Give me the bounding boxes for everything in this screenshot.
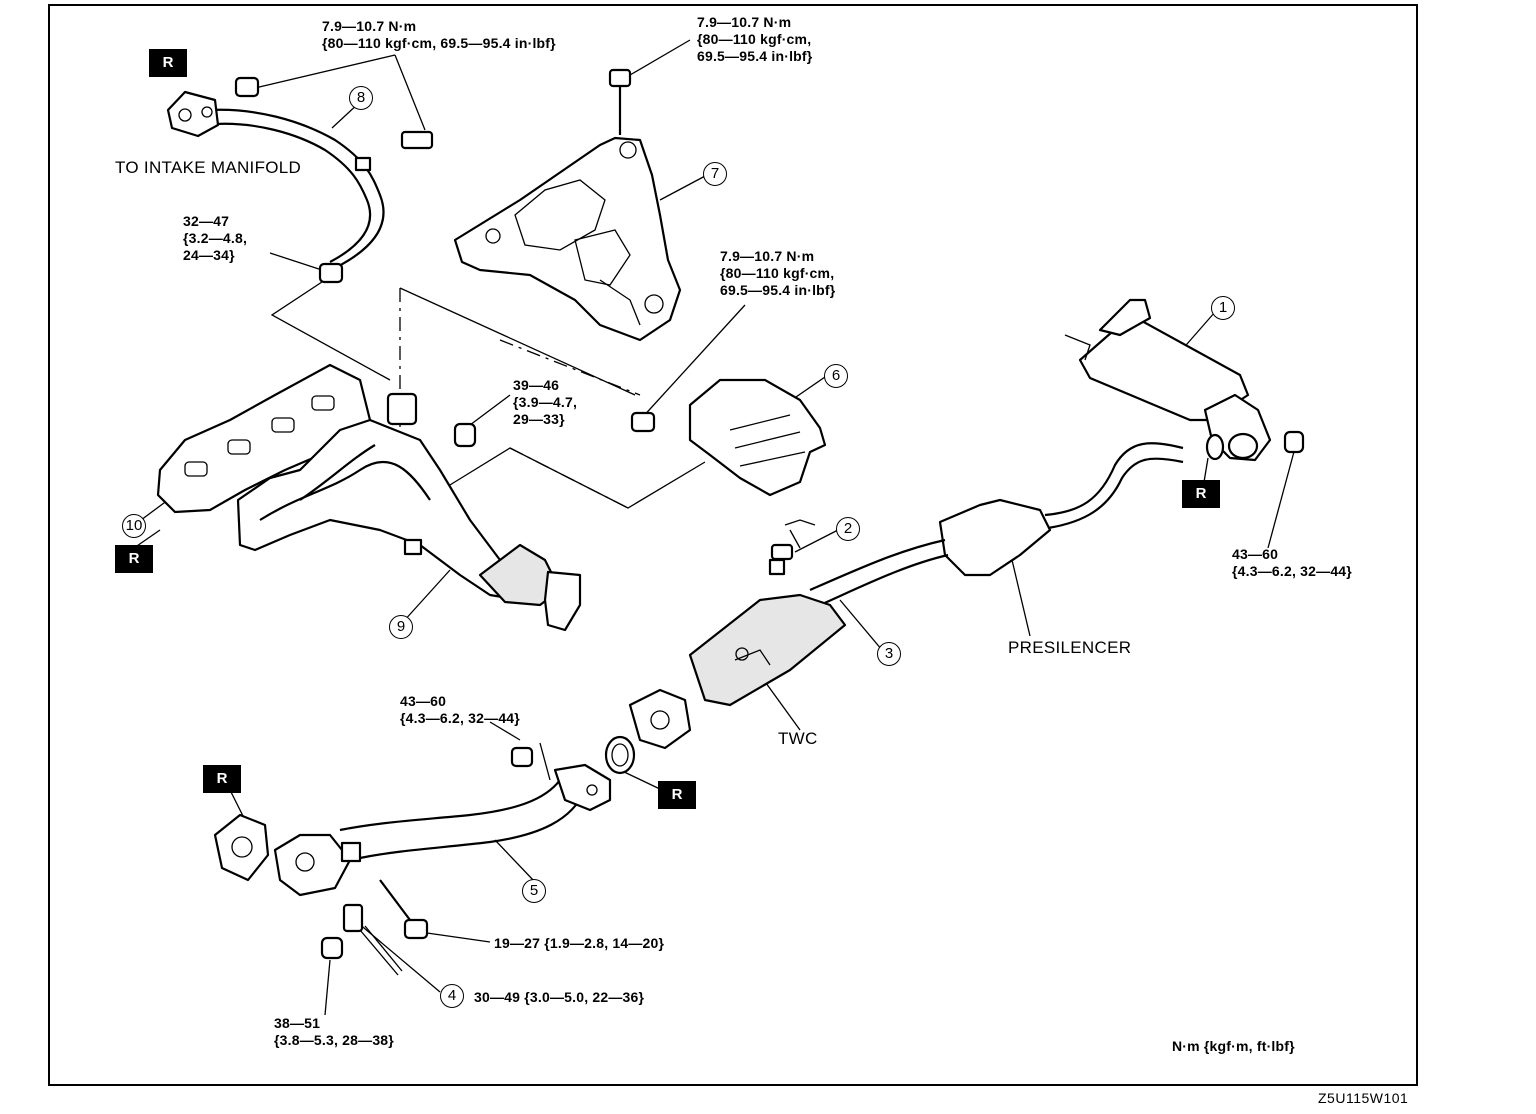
callout-9: 9: [389, 615, 413, 639]
callout-7: 7: [703, 162, 727, 186]
torque-insulator7: 7.9—10.7 N·m {80—110 kgf·cm, 69.5—95.4 i…: [697, 14, 813, 64]
heat-insulator-part-6: [630, 378, 827, 497]
label-to-intake-manifold: TO INTAKE MANIFOLD: [115, 158, 302, 177]
torque-sensor4: 30—49 {3.0—5.0, 22—36}: [474, 989, 645, 1005]
torque-main-silencer: 43—60 {4.3—6.2, 32—44}: [1232, 546, 1352, 579]
callout-4: 4: [440, 984, 464, 1008]
manifold-insulator-part-7: [453, 68, 682, 342]
replace-badge-silencer-gasket: R: [1182, 480, 1220, 508]
torque-bracket-bolt: 19—27 {1.9—2.8, 14—20}: [494, 935, 665, 951]
label-twc: TWC: [778, 729, 818, 748]
torque-insulator6: 7.9—10.7 N·m {80—110 kgf·cm, 69.5—95.4 i…: [720, 248, 836, 298]
torque-manifold-nut: 39—46 {3.9—4.7, 29—33}: [513, 377, 578, 427]
label-presilencer: PRESILENCER: [1008, 638, 1132, 657]
callout-10: 10: [122, 514, 146, 538]
unit-legend: N·m {kgf·m, ft·lbf}: [1172, 1038, 1295, 1054]
gaskets: [213, 735, 636, 882]
exhaust-manifold-part-9: [236, 392, 582, 632]
torque-pipe8-top: 7.9—10.7 N·m {80—110 kgf·cm, 69.5—95.4 i…: [322, 18, 556, 51]
diagram-frame: [48, 4, 1418, 1086]
callout-1: 1: [1211, 296, 1235, 320]
replace-badge-pipe-gasket: R: [149, 49, 187, 77]
replace-badge-twc-gasket: R: [658, 781, 696, 809]
replace-badge-manifold-gasket: R: [115, 545, 153, 573]
alignment-lines: [270, 277, 706, 509]
callout-5: 5: [522, 879, 546, 903]
torque-front-flange: 38—51 {3.8—5.3, 28—38}: [274, 1015, 394, 1048]
middle-pipe-part-3: [628, 442, 1184, 750]
oxygen-sensor-part-2: [768, 519, 816, 576]
leader-lines: [133, 39, 1296, 1016]
pipe-to-intake-part-8: [166, 76, 434, 284]
callout-8: 8: [349, 86, 373, 110]
callout-6: 6: [824, 364, 848, 388]
sensor-part-4: [342, 903, 403, 976]
main-silencer-part-1: [1064, 298, 1305, 462]
torque-front-pipe-nut: 43—60 {4.3—6.2, 32—44}: [400, 693, 520, 726]
diagram-code: Z5U115W101: [1318, 1090, 1409, 1106]
front-pipe-part-5: [273, 746, 612, 960]
callout-3: 3: [877, 642, 901, 666]
replace-badge-front-gasket: R: [203, 765, 241, 793]
torque-pipe8-lower: 32—47 {3.2—4.8, 24—34}: [183, 213, 248, 263]
callout-2: 2: [836, 517, 860, 541]
